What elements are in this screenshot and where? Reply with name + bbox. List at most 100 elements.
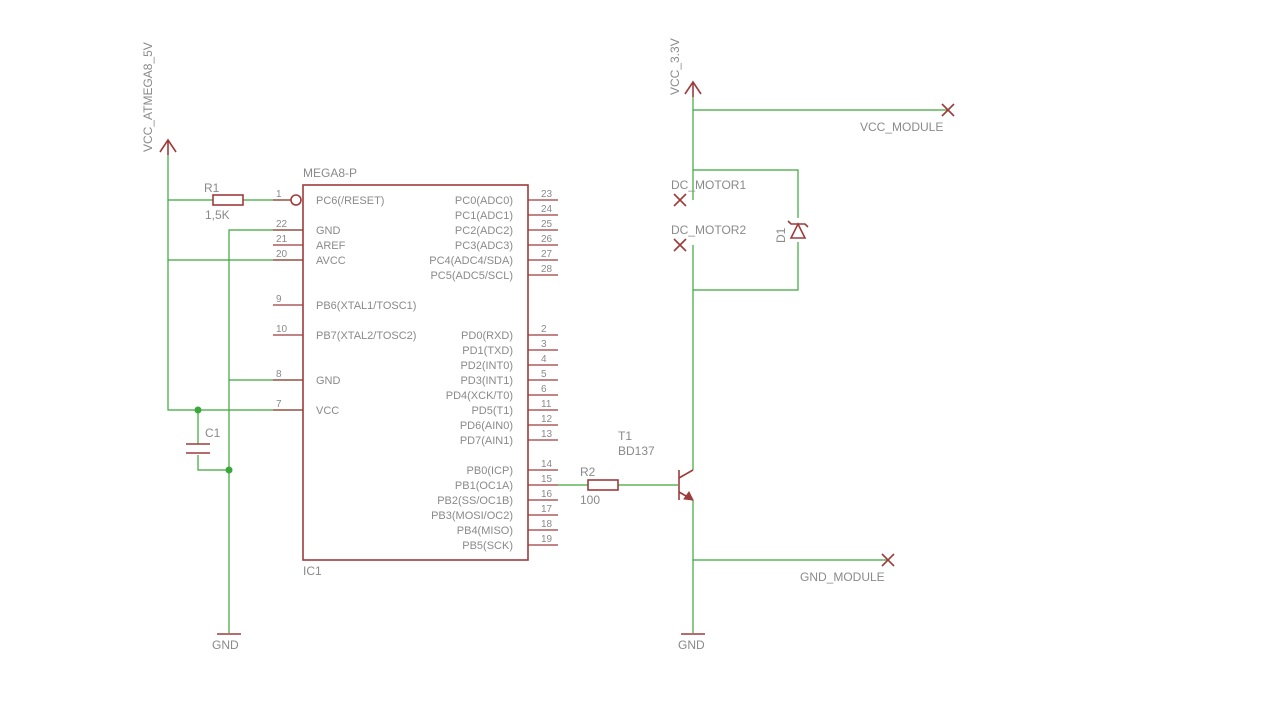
pin-label: PC1(ADC1): [455, 210, 513, 222]
dc-motor2-label: DC_MOTOR2: [671, 223, 746, 237]
pin-label: PC6(/RESET): [316, 195, 384, 207]
pin-label: PB1(OC1A): [455, 480, 513, 492]
pin-number: 23: [541, 189, 553, 200]
pin-number: 2: [541, 324, 547, 335]
net-gnd-module: GND_MODULE: [800, 553, 895, 584]
pin-label: AVCC: [316, 255, 346, 267]
pin-label: AREF: [316, 240, 346, 252]
t1-name: T1: [618, 429, 632, 443]
vcc-33-supply: VCC_3.3V: [668, 38, 702, 97]
vcc-atmega-label: VCC_ATMEGA8_5V: [141, 42, 155, 152]
pin-label: PC3(ADC3): [455, 240, 513, 252]
pin-number: 24: [541, 204, 553, 215]
pin-label: PD1(TXD): [462, 345, 513, 357]
d1-name: D1: [774, 227, 788, 243]
pin-number: 3: [541, 339, 547, 350]
gnd-left-label: GND: [212, 638, 239, 652]
pin-number: 8: [276, 369, 282, 380]
vcc-module-label: VCC_MODULE: [860, 120, 943, 134]
pin-label: PB2(SS/OC1B): [437, 495, 513, 507]
pin-number: 12: [541, 414, 553, 425]
pin-number: 18: [541, 519, 553, 530]
pin-label: PB6(XTAL1/TOSC1): [316, 300, 416, 312]
c1-name: C1: [205, 426, 221, 440]
pin-label: PC2(ADC2): [455, 225, 513, 237]
pin-label: PC0(ADC0): [455, 195, 513, 207]
ic-value: MEGA8-P: [303, 166, 357, 180]
pin-number: 1: [276, 189, 282, 200]
pin-number: 27: [541, 249, 553, 260]
pin-number: 20: [276, 249, 288, 260]
junction-vcc: [194, 406, 202, 414]
pin-label: PD3(INT1): [460, 375, 513, 387]
reset-inversion-bubble: [290, 194, 302, 206]
pin-number: 7: [276, 399, 282, 410]
pin-number: 4: [541, 354, 547, 365]
pin-number: 15: [541, 474, 553, 485]
vcc-atmega-supply: VCC_ATMEGA8_5V: [141, 42, 177, 155]
pin-number: 11: [541, 399, 552, 410]
pin-label: PD2(INT0): [460, 360, 513, 372]
pin-number: 26: [541, 234, 553, 245]
ic-mega8: MEGA8-P IC1: [290, 166, 529, 578]
pin-number: 21: [276, 234, 288, 245]
ic-left-pins: 1PC6(/RESET)22GND21AREF20AVCC9PB6(XTAL1/…: [273, 189, 416, 417]
pin-number: 14: [541, 459, 553, 470]
pin-number: 28: [541, 264, 553, 275]
pin-label: PB3(MOSI/OC2): [431, 510, 513, 522]
gnd-symbol-left: GND: [212, 633, 241, 652]
pin-number: 6: [541, 384, 547, 395]
net-dc-motor1: DC_MOTOR1: [671, 178, 746, 207]
ic-name: IC1: [303, 564, 322, 578]
resistor-r2: R2 100: [580, 465, 619, 507]
pin-label: VCC: [316, 405, 339, 417]
pin-label: PD6(AIN0): [460, 420, 513, 432]
pin-label: PB5(SCK): [462, 540, 513, 552]
gnd-right-label: GND: [678, 638, 705, 652]
ic-right-pins: 23PC0(ADC0)24PC1(ADC1)25PC2(ADC2)26PC3(A…: [429, 189, 558, 552]
pin-label: PC5(ADC5/SCL): [430, 270, 513, 282]
capacitor-c1: C1: [186, 426, 221, 454]
vcc-33-label: VCC_3.3V: [668, 38, 682, 95]
pin-label: PD4(XCK/T0): [446, 390, 513, 402]
pin-number: 22: [276, 219, 288, 230]
pin-number: 5: [541, 369, 547, 380]
pin-label: PC4(ADC4/SDA): [429, 255, 513, 267]
r1-name: R1: [204, 181, 220, 195]
t1-value: BD137: [618, 444, 655, 458]
right-wires: [692, 97, 948, 633]
pin-number: 19: [541, 534, 553, 545]
pin-label: PD0(RXD): [461, 330, 513, 342]
pin-number: 17: [541, 504, 553, 515]
r2-name: R2: [580, 465, 596, 479]
gnd-module-label: GND_MODULE: [800, 570, 885, 584]
pin-label: PD5(T1): [471, 405, 513, 417]
pin-number: 25: [541, 219, 553, 230]
pin-label: PB7(XTAL2/TOSC2): [316, 330, 416, 342]
net-vcc-module: VCC_MODULE: [860, 103, 955, 134]
pin-label: GND: [316, 225, 341, 237]
